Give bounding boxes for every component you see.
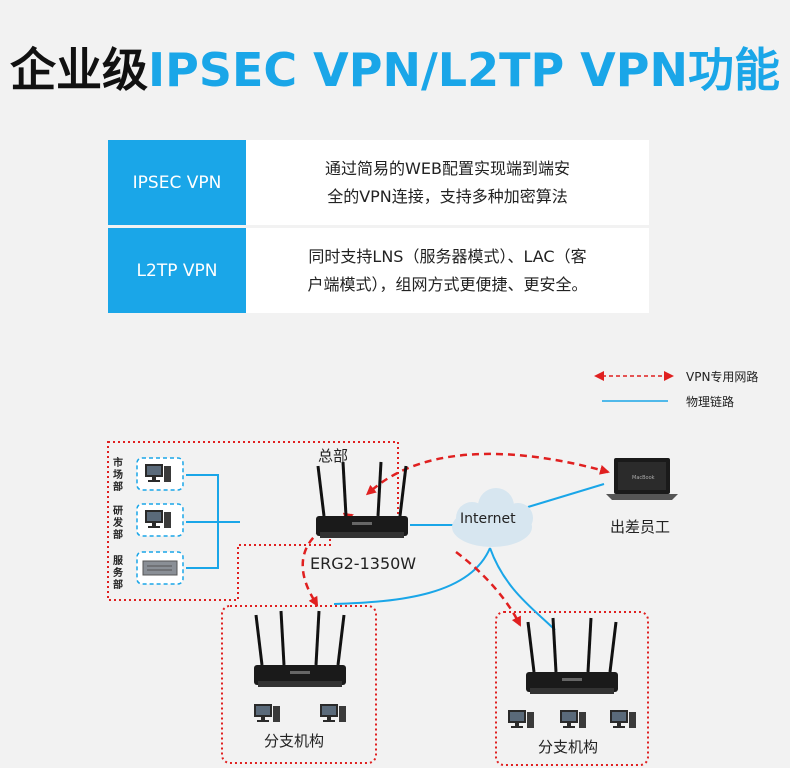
branch2-pc bbox=[508, 710, 534, 728]
title-prefix: 企业级 bbox=[9, 43, 148, 97]
internet-label: Internet bbox=[460, 511, 516, 527]
dept-rd-label: 发 bbox=[112, 516, 124, 529]
vpn-links bbox=[301, 452, 610, 627]
dept-service-label: 务 bbox=[113, 566, 124, 579]
feature-table: IPSEC VPN 通过简易的WEB配置实现端到端安 全的VPN连接，支持多种加… bbox=[108, 140, 649, 316]
title-highlight: IPSEC VPN/L2TP VPN功能 bbox=[147, 43, 780, 97]
dept-market-label: 部 bbox=[113, 480, 123, 493]
branch2-router bbox=[524, 616, 620, 696]
branch1-router bbox=[252, 609, 348, 689]
branch1-label: 分支机构 bbox=[264, 732, 324, 750]
feature-row-ipsec: IPSEC VPN 通过简易的WEB配置实现端到端安 全的VPN连接，支持多种加… bbox=[108, 140, 649, 225]
feature-name: IPSEC VPN bbox=[108, 140, 246, 225]
feature-desc-line: 户端模式），组网方式更便捷、更安全。 bbox=[307, 274, 588, 294]
laptop-brand: MacBook bbox=[632, 475, 655, 481]
internet-cloud bbox=[452, 488, 533, 547]
hq-label: 总部 bbox=[318, 447, 348, 465]
feature-desc-line: 同时支持LNS（服务器模式）、LAC（客 bbox=[308, 246, 587, 266]
page-title: 企业级IPSEC VPN/L2TP VPN功能 bbox=[0, 30, 790, 110]
branch2-pc bbox=[560, 710, 586, 728]
branch1-pc bbox=[254, 704, 280, 722]
legend: VPN专用网路 物理链路 bbox=[594, 369, 758, 409]
dept-service-label: 部 bbox=[113, 578, 123, 591]
remote-label: 出差员工 bbox=[610, 518, 670, 536]
dept-market-label: 市 bbox=[113, 456, 123, 469]
feature-name: L2TP VPN bbox=[108, 228, 246, 313]
feature-desc: 同时支持LNS（服务器模式）、LAC（客 户端模式），组网方式更便捷、更安全。 bbox=[246, 228, 649, 313]
branch1-boundary bbox=[221, 605, 377, 764]
dept-market-label: 场 bbox=[113, 468, 123, 481]
feature-desc-line: 全的VPN连接，支持多种加密算法 bbox=[327, 186, 568, 206]
dept-rd-label: 部 bbox=[113, 528, 123, 541]
branch2-pc bbox=[610, 710, 636, 728]
laptop-icon: MacBook bbox=[606, 458, 678, 500]
router-model-label: ERG2-1350W bbox=[310, 554, 416, 573]
branch2-label: 分支机构 bbox=[538, 738, 598, 756]
dept-service-label: 服 bbox=[113, 555, 124, 567]
department-pcs bbox=[136, 457, 184, 585]
legend-physical-label: 物理链路 bbox=[686, 394, 734, 409]
feature-desc: 通过简易的WEB配置实现端到端安 全的VPN连接，支持多种加密算法 bbox=[246, 140, 649, 225]
feature-desc-line: 通过简易的WEB配置实现端到端安 bbox=[325, 158, 570, 178]
department-labels: 市 场 部 研 发 部 服 务 部 bbox=[112, 456, 124, 591]
physical-links bbox=[186, 474, 605, 631]
branch2-boundary bbox=[495, 611, 649, 766]
dept-rd-label: 研 bbox=[113, 505, 123, 517]
branch1-pc bbox=[320, 704, 346, 722]
feature-row-l2tp: L2TP VPN 同时支持LNS（服务器模式）、LAC（客 户端模式），组网方式… bbox=[108, 228, 649, 313]
legend-vpn-label: VPN专用网路 bbox=[686, 369, 758, 384]
